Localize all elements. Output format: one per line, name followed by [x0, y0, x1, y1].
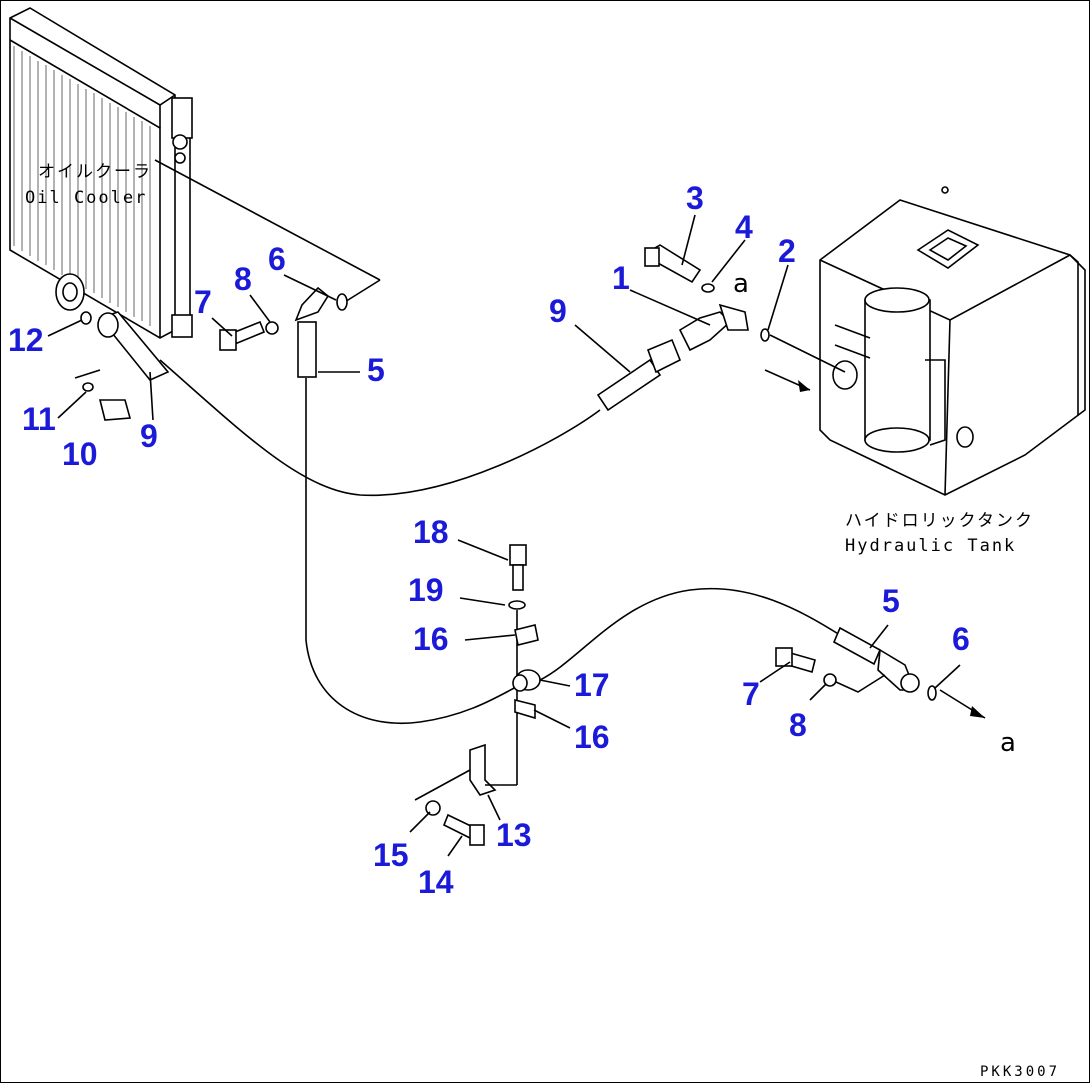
leader-lines — [47, 214, 961, 857]
part-number-6-upper: 6 — [268, 241, 286, 277]
part-number-17: 17 — [574, 667, 610, 703]
part-number-7-lower: 7 — [742, 676, 760, 712]
hydraulic-tank-label-jp: ハイドロリックタンク — [845, 511, 1034, 531]
part-number-13: 13 — [496, 817, 532, 853]
part-number-11: 11 — [22, 401, 56, 437]
part-number-1: 1 — [612, 260, 630, 296]
part-number-16-upper: 16 — [413, 621, 449, 657]
part-number-14: 14 — [418, 864, 454, 900]
part-number-12: 12 — [8, 322, 44, 358]
hydraulic-tank-drawing — [819, 186, 1086, 496]
part-number-6-lower: 6 — [952, 621, 970, 657]
part-number-15: 15 — [373, 837, 409, 873]
part-number-8-upper: 8 — [234, 261, 252, 297]
part-number-7-upper: 7 — [194, 284, 212, 320]
drawing-code: PKK3007 — [980, 1064, 1060, 1080]
reference-a-bottom: a — [1000, 728, 1016, 758]
oil-cooler-label-jp: オイルクーラ — [38, 162, 152, 182]
part-number-5-upper: 5 — [367, 352, 385, 388]
part-number-18: 18 — [413, 514, 449, 550]
part-number-9-left: 9 — [140, 418, 158, 454]
part-number-3: 3 — [686, 180, 704, 216]
part-number-8-lower: 8 — [789, 707, 807, 743]
part-number-16-lower: 16 — [574, 719, 610, 755]
part-number-19: 19 — [408, 572, 444, 608]
part-number-5-lower: 5 — [882, 583, 900, 619]
oil-cooler-label-en: Oil Cooler — [25, 188, 147, 208]
part-number-2: 2 — [778, 233, 796, 269]
reference-a-top: a — [733, 269, 749, 299]
part-number-10: 10 — [62, 436, 98, 472]
oil-cooler-drawing — [9, 7, 381, 339]
part-number-4: 4 — [735, 209, 753, 245]
hydraulic-tank-label-en: Hydraulic Tank — [845, 536, 1016, 556]
part-number-9-right: 9 — [549, 293, 567, 329]
